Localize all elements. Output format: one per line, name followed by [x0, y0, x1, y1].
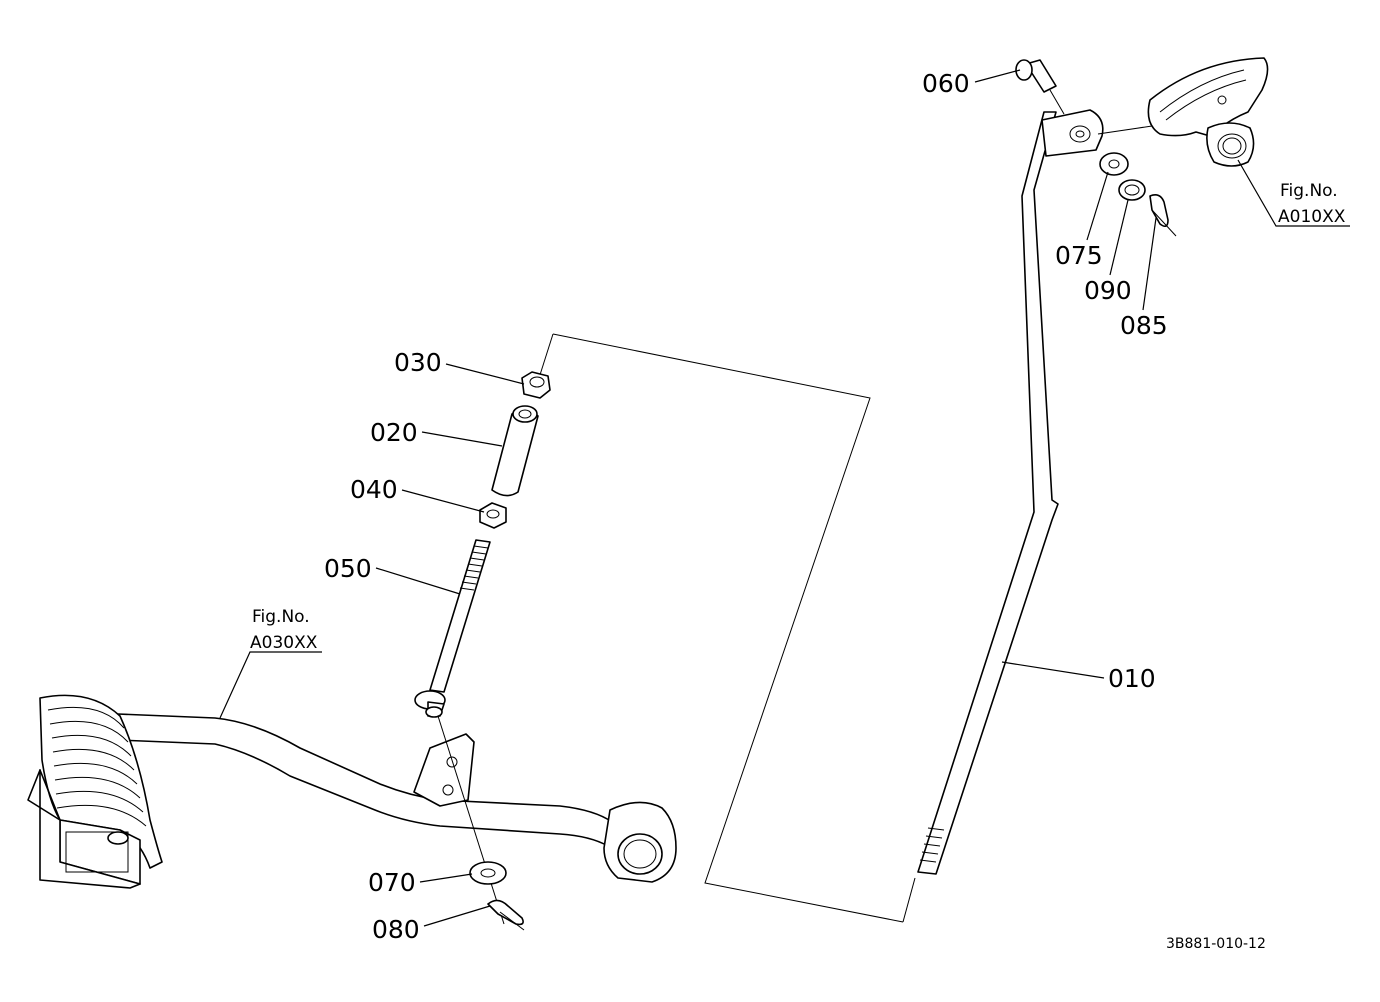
callout-050: 050 [324, 554, 372, 583]
linkage-plate [1147, 57, 1269, 167]
callout-030: 030 [394, 348, 442, 377]
pedal-arm [27, 694, 677, 889]
callout-080: 080 [372, 915, 420, 944]
rod-axis-line [437, 715, 505, 925]
assembly-frame [552, 333, 904, 923]
pin-060 [1015, 59, 1065, 115]
callout-085: 085 [1120, 311, 1168, 340]
callout-075: 075 [1055, 241, 1103, 270]
callout-020: 020 [370, 418, 418, 447]
washer-075 [1099, 152, 1129, 176]
figref-left-code: A030XX [250, 633, 318, 653]
plate-connector-line [1097, 125, 1153, 135]
washer-090 [1118, 179, 1146, 201]
assembly-frame-left-edge [538, 333, 554, 379]
figref-top-right-code: A010XX [1278, 207, 1346, 227]
callout-060: 060 [922, 69, 970, 98]
figref-top-right-label: Fig.No. [1280, 181, 1338, 201]
leader-lines [219, 69, 1350, 927]
drawing-code: 3B881-010-12 [1166, 936, 1266, 952]
long-rod-010 [917, 109, 1104, 875]
tube-020 [491, 405, 539, 497]
threaded-rod [414, 539, 491, 718]
nut-040 [479, 502, 507, 529]
figref-left-label: Fig.No. [252, 607, 310, 627]
callout-070: 070 [368, 868, 416, 897]
washer-070 [469, 861, 507, 885]
clip-080 [487, 899, 525, 931]
clip-085 [1149, 194, 1177, 237]
callout-090: 090 [1084, 276, 1132, 305]
callout-040: 040 [350, 475, 398, 504]
callout-010: 010 [1108, 664, 1156, 693]
nut-030 [521, 371, 551, 399]
assembly-frame-bottom-edge [902, 877, 916, 923]
